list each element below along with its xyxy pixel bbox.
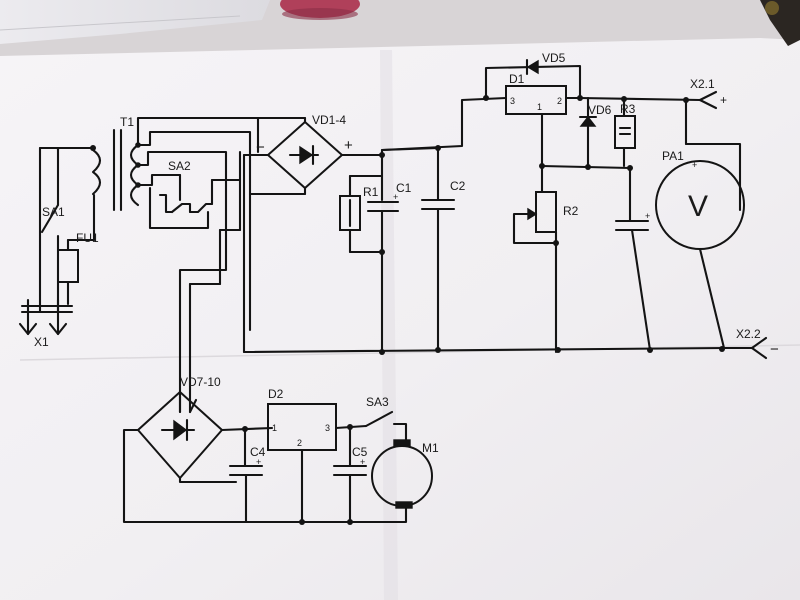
- label-sa3: SA3: [366, 395, 389, 409]
- label-x21: X2.1: [690, 77, 715, 91]
- switch-sa3: [364, 410, 394, 428]
- bridge-minus-sign: −: [256, 139, 265, 156]
- switch-sa2: SA2: [136, 116, 260, 414]
- d1-pin1: 1: [537, 102, 542, 112]
- label-c1: C1: [396, 181, 412, 195]
- label-fu1: FU1: [76, 231, 99, 245]
- regulator-d1: [505, 85, 567, 115]
- label-c2: C2: [450, 179, 466, 193]
- label-t1: T1: [120, 115, 134, 129]
- label-sa2: SA2: [168, 159, 191, 173]
- paper-fold-shade: [380, 50, 398, 600]
- d1-pin2: 2: [557, 96, 562, 106]
- label-vd6: VD6: [588, 103, 612, 117]
- pa1-plus-sign: +: [692, 160, 697, 170]
- right-tool-screw: [765, 1, 779, 15]
- voltmeter-symbol: V: [688, 190, 708, 223]
- c1-plus-sign: +: [393, 192, 398, 202]
- top-paper-edge: [0, 15, 241, 31]
- x22-minus-sign: −: [770, 341, 779, 358]
- filter-section: R1 C1 + C2: [339, 145, 466, 355]
- label-r1: R1: [363, 185, 379, 199]
- label-c4: C4: [250, 445, 266, 459]
- label-m1: M1: [422, 441, 439, 455]
- bridge-plus-sign: +: [344, 137, 353, 154]
- label-pa1: PA1: [662, 149, 684, 163]
- label-d1: D1: [509, 72, 525, 86]
- rails: [242, 96, 754, 354]
- label-r2: R2: [563, 204, 579, 218]
- d2-pin1: 1: [272, 423, 277, 433]
- motor-section: VD7-10 C4 + D2 1 2 3 C5 + SA3: [122, 375, 439, 525]
- paper-sheet: [0, 38, 800, 600]
- x21-plus-sign: +: [720, 93, 727, 107]
- label-c5: C5: [352, 445, 368, 459]
- label-x22: X2.2: [736, 327, 761, 341]
- c5-plus-sign: +: [360, 457, 365, 467]
- d2-pin3: 3: [325, 423, 330, 433]
- label-d2: D2: [268, 387, 284, 401]
- label-vd7-10: VD7-10: [180, 375, 221, 389]
- c4-plus-sign: +: [256, 457, 261, 467]
- label-vd1-4: VD1-4: [312, 113, 346, 127]
- potentiometer-r2: [535, 191, 557, 233]
- top-red-object-shade: [282, 8, 358, 20]
- label-x1: X1: [34, 335, 49, 349]
- input-section: SA1 FU1 X1: [18, 145, 99, 349]
- label-r3: R3: [620, 102, 636, 116]
- c3-plus-sign: +: [645, 211, 650, 221]
- d2-pin2: 2: [297, 438, 302, 448]
- regulator-section: D1 3 1 2 VD5 X2.1 + VD6 R3: [483, 51, 779, 360]
- label-sa1: SA1: [42, 205, 65, 219]
- label-vd5: VD5: [542, 51, 566, 65]
- d1-pin3: 3: [510, 96, 515, 106]
- bridge-vd1-4: VD1-4 − +: [242, 113, 384, 354]
